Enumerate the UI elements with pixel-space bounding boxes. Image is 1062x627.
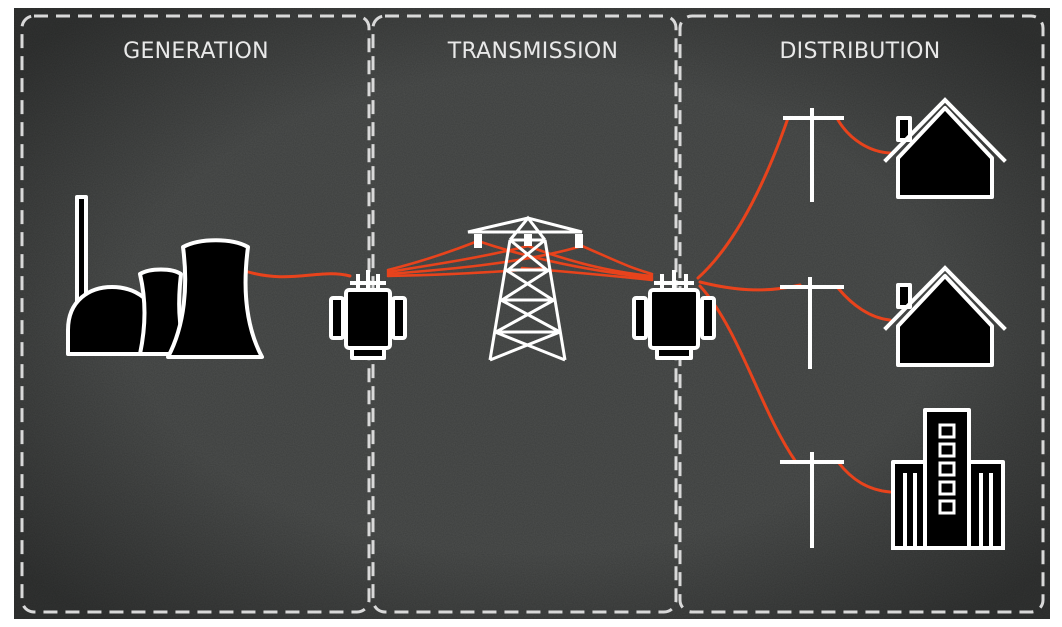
line-pole-to-house-2 bbox=[836, 286, 892, 322]
line-tower-to-transformer-2 bbox=[526, 244, 654, 278]
panel-title-generation: GENERATION bbox=[123, 39, 269, 64]
utility-pole-icon bbox=[783, 108, 844, 202]
line-tower-to-transformer-1 bbox=[476, 239, 654, 280]
line-transformer-to-tower-2 bbox=[386, 244, 530, 274]
transmission-tower-icon bbox=[467, 215, 583, 362]
line-transformer-to-tower-3 bbox=[386, 244, 584, 276]
house-icon bbox=[883, 97, 1007, 199]
panel-title-distribution: DISTRIBUTION bbox=[779, 39, 940, 64]
line-tower-to-transformer-3 bbox=[580, 244, 654, 276]
line-pole-to-building bbox=[836, 460, 892, 494]
line-to-pole-1 bbox=[696, 116, 790, 280]
office-building-icon bbox=[891, 408, 1005, 550]
step-down-transformer-icon bbox=[632, 270, 716, 360]
utility-pole-icon bbox=[780, 277, 844, 369]
house-icon bbox=[883, 265, 1007, 367]
line-pole-to-house-1 bbox=[836, 118, 892, 155]
line-plant-to-transformer bbox=[243, 269, 352, 279]
power-plant-icon bbox=[66, 195, 264, 359]
step-up-transformer-icon bbox=[329, 270, 407, 360]
panel-title-transmission: TRANSMISSION bbox=[447, 39, 619, 64]
line-transformer-to-tower-1 bbox=[386, 239, 480, 272]
utility-pole-icon bbox=[780, 452, 844, 548]
